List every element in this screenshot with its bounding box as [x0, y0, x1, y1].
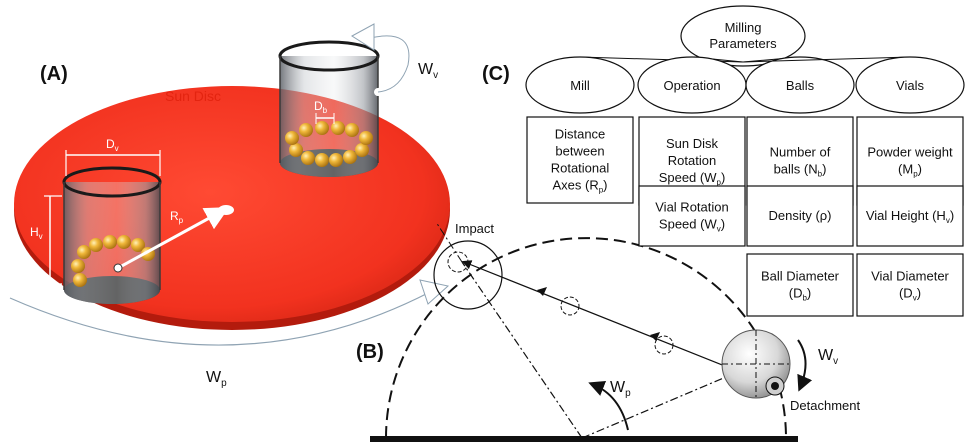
tree-param-text: Vial Rotation: [655, 200, 728, 215]
front-vial-balls: [71, 235, 155, 287]
panel-b-label: (B): [356, 341, 384, 363]
tree-param-text: Distance: [555, 127, 606, 142]
tree-category-label: Mill: [570, 78, 590, 93]
tree-category-operation: Operation: [637, 56, 747, 114]
tree-param-text: balls (Nb): [774, 162, 827, 179]
tree-param-text: Axes (Rp): [552, 178, 607, 195]
panel-c-label: (C): [482, 63, 510, 85]
sun-disc-label: Sun Disc: [165, 88, 221, 104]
tree-param-text: Rotation: [668, 153, 716, 168]
tree-param-text: Rotational: [551, 161, 610, 176]
tree-category-label: Operation: [663, 78, 720, 93]
sun-disc-center: [218, 205, 234, 215]
ball-detachment-point: [771, 382, 779, 390]
wp-rotation-arrow-b: [588, 380, 629, 431]
tree-param-text: Ball Diameter: [761, 269, 840, 284]
tree-category-vials: Vials: [855, 56, 965, 114]
db-label-a: Db: [314, 99, 328, 115]
rp-label-a: Rp: [170, 209, 184, 225]
tree-category-balls: Balls: [745, 56, 855, 114]
wv-label-a: Wv: [418, 61, 438, 81]
radial-line-impact: [461, 261, 583, 439]
tree-param-text: Vial Diameter: [871, 269, 949, 284]
tree-param-text: (Mp): [898, 162, 922, 179]
tree-param-text: (Dv): [899, 286, 921, 303]
panel-b: (B) Impact Detachment Wv Wp: [356, 221, 860, 442]
dv-label-a: Dv: [106, 137, 119, 153]
tree-param-text: (Db): [789, 286, 812, 303]
tree-category-mill: Mill: [525, 56, 635, 114]
tree-param-box: Ball Diameter (Db): [746, 253, 854, 317]
vial-at-impact: [433, 240, 503, 310]
panel-a: (A) Sun Disc Wp: [5, 23, 450, 389]
front-vial: [62, 166, 162, 304]
panel-a-label: (A): [40, 63, 68, 85]
detachment-label: Detachment: [790, 398, 860, 413]
tree-param-text: Speed (Wp): [659, 170, 726, 187]
wp-arrow-head: [419, 279, 450, 305]
wv-label-b: Wv: [818, 347, 838, 367]
tree-connector: [742, 56, 911, 63]
wv-arrow-head-a: [351, 23, 375, 51]
tree-param-text: Density (ρ): [768, 208, 831, 223]
rp-arrow: [117, 207, 230, 270]
hv-label-a: Hv: [30, 225, 43, 241]
wv-rotation-arrow-b: [797, 339, 813, 392]
ball-trajectory: [461, 260, 771, 385]
tree-param-text: Speed (Wv): [659, 217, 725, 234]
wp-label-a: Wp: [206, 369, 227, 389]
tree-param-box: Vial Height (Hv): [856, 185, 964, 247]
back-vial-balls: [285, 121, 373, 167]
tree-param-text: Powder weight: [867, 145, 953, 160]
tree-category-label: Balls: [786, 78, 815, 93]
tree-root-label: Milling: [725, 20, 762, 35]
impact-label: Impact: [455, 221, 494, 236]
back-vial: [278, 40, 380, 177]
tree-param-box: Vial Diameter (Dv): [856, 253, 964, 317]
base-plate: [370, 436, 798, 442]
tree-root-label: Parameters: [709, 36, 777, 51]
ball-position-2: [654, 335, 674, 355]
tree-param-text: Sun Disk: [666, 136, 719, 151]
tree-param-box: Density (ρ): [746, 185, 854, 247]
tree-param-text: Number of: [770, 145, 831, 160]
ball-position-1: [560, 296, 580, 316]
tree-category-label: Vials: [896, 78, 924, 93]
tree-param-text: Vial Height (Hv): [866, 208, 954, 225]
wp-label-b: Wp: [610, 379, 631, 399]
tree-param-text: between: [555, 144, 604, 159]
sun-path-arc: [385, 237, 787, 439]
